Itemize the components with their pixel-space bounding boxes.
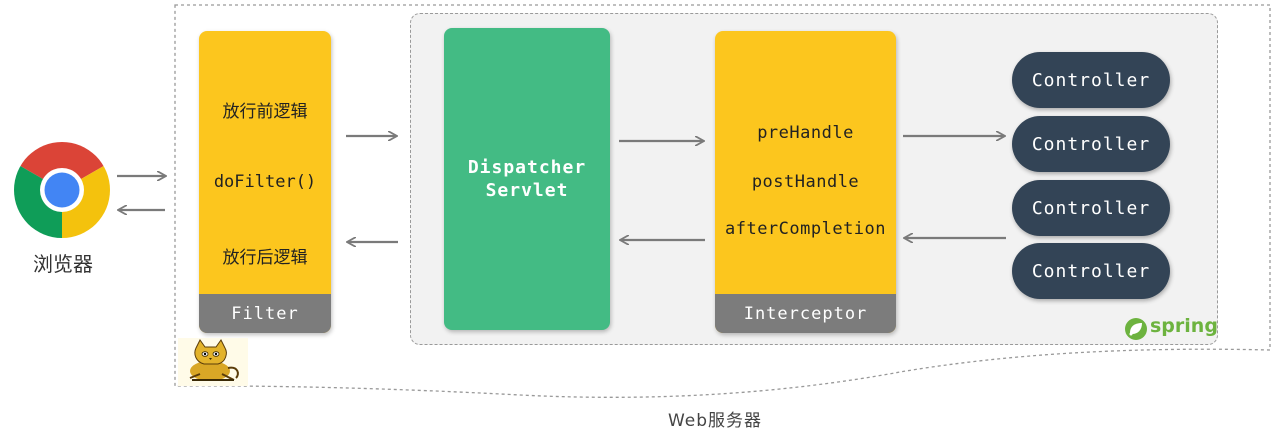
chrome-icon: [14, 142, 110, 238]
interceptor-block: preHandle postHandle afterCompletion Int…: [715, 31, 896, 333]
filter-block: 放行前逻辑 doFilter() 放行后逻辑 Filter: [199, 31, 331, 333]
filter-do-filter: doFilter(): [213, 172, 317, 192]
tomcat-logo: [178, 338, 248, 386]
controller-1: Controller: [1012, 52, 1170, 108]
dispatcher-label-line1: Dispatcher: [467, 157, 587, 178]
controller-4: Controller: [1012, 243, 1170, 299]
interceptor-post-handle: postHandle: [751, 172, 860, 192]
controller-2: Controller: [1012, 116, 1170, 172]
dispatcher-label-line2: Servlet: [485, 180, 569, 201]
browser: [12, 140, 112, 240]
tomcat-icon: [178, 338, 248, 386]
interceptor-after-completion: afterCompletion: [724, 219, 887, 239]
browser-label: 浏览器: [33, 252, 93, 276]
interceptor-pre-handle: preHandle: [757, 123, 854, 143]
filter-footer: Filter: [199, 294, 331, 333]
spring-leaf-icon: [1125, 318, 1147, 340]
spring-logo: spring: [1124, 314, 1218, 342]
filter-pre-logic: 放行前逻辑: [222, 102, 308, 122]
web-server-label: Web服务器: [667, 411, 763, 431]
filter-post-logic: 放行后逻辑: [222, 248, 308, 268]
spring-label: spring: [1150, 315, 1218, 337]
dispatcher-servlet-block: Dispatcher Servlet: [444, 28, 610, 330]
controller-3: Controller: [1012, 180, 1170, 236]
interceptor-footer: Interceptor: [715, 294, 896, 333]
